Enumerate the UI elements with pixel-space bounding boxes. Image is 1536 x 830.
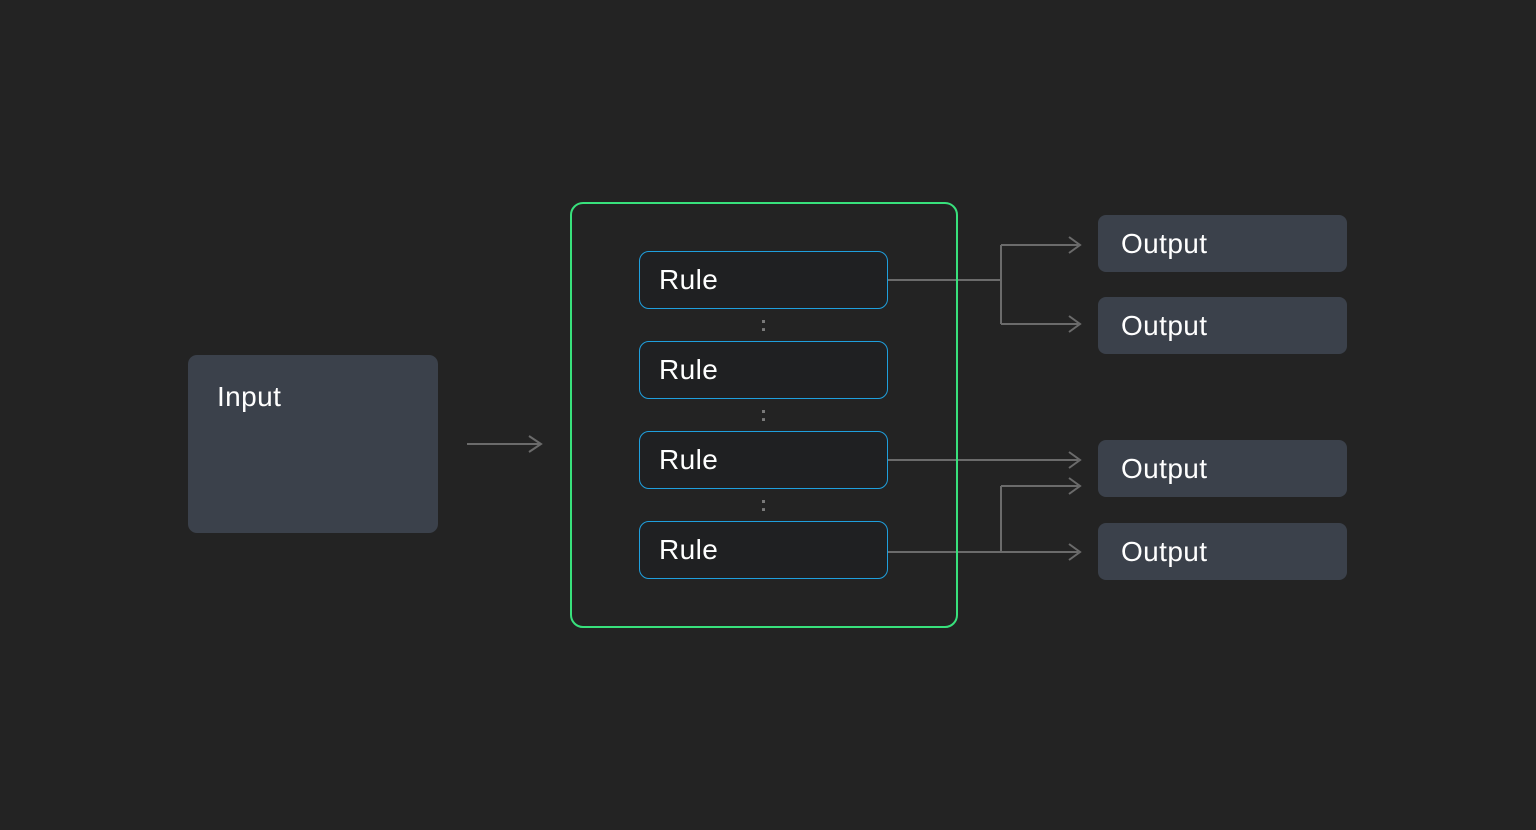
output-label: Output [1121, 452, 1208, 484]
output-node-1[interactable]: Output [1098, 215, 1347, 272]
input-label: Input [217, 381, 282, 412]
arrowhead-icon [1068, 236, 1082, 254]
output-node-4[interactable]: Output [1098, 523, 1347, 580]
arrowhead-icon [1068, 315, 1082, 333]
output-node-3[interactable]: Output [1098, 440, 1347, 497]
connector-to-output1 [1001, 236, 1082, 254]
input-node[interactable]: Input [188, 355, 438, 533]
vertical-ellipsis-separator: : [639, 309, 888, 341]
rule-label: Rule [659, 534, 719, 565]
rule-node-2[interactable]: Rule [639, 341, 888, 399]
separator-glyph: : [760, 403, 767, 426]
rule-node-3[interactable]: Rule [639, 431, 888, 489]
separator-glyph: : [760, 313, 767, 336]
separator-glyph: : [760, 493, 767, 516]
rules-container [570, 202, 958, 628]
output-node-2[interactable]: Output [1098, 297, 1347, 354]
rule-node-4[interactable]: Rule [639, 521, 888, 579]
connector-input-to-container [467, 435, 543, 453]
rule-node-1[interactable]: Rule [639, 251, 888, 309]
rule-label: Rule [659, 354, 719, 385]
vertical-ellipsis-separator: : [639, 399, 888, 431]
arrowhead-icon [1068, 477, 1082, 495]
output-label: Output [1121, 227, 1208, 259]
connector-rule4-branch-to-output3 [1000, 477, 1082, 552]
output-label: Output [1121, 309, 1208, 341]
rule-label: Rule [659, 264, 719, 295]
arrowhead-icon [1068, 451, 1082, 469]
output-label: Output [1121, 535, 1208, 567]
connector-to-output2 [1001, 315, 1082, 333]
arrowhead-icon [1068, 543, 1082, 561]
arrowhead-icon [528, 435, 543, 453]
rule-label: Rule [659, 444, 719, 475]
vertical-ellipsis-separator: : [639, 489, 888, 521]
